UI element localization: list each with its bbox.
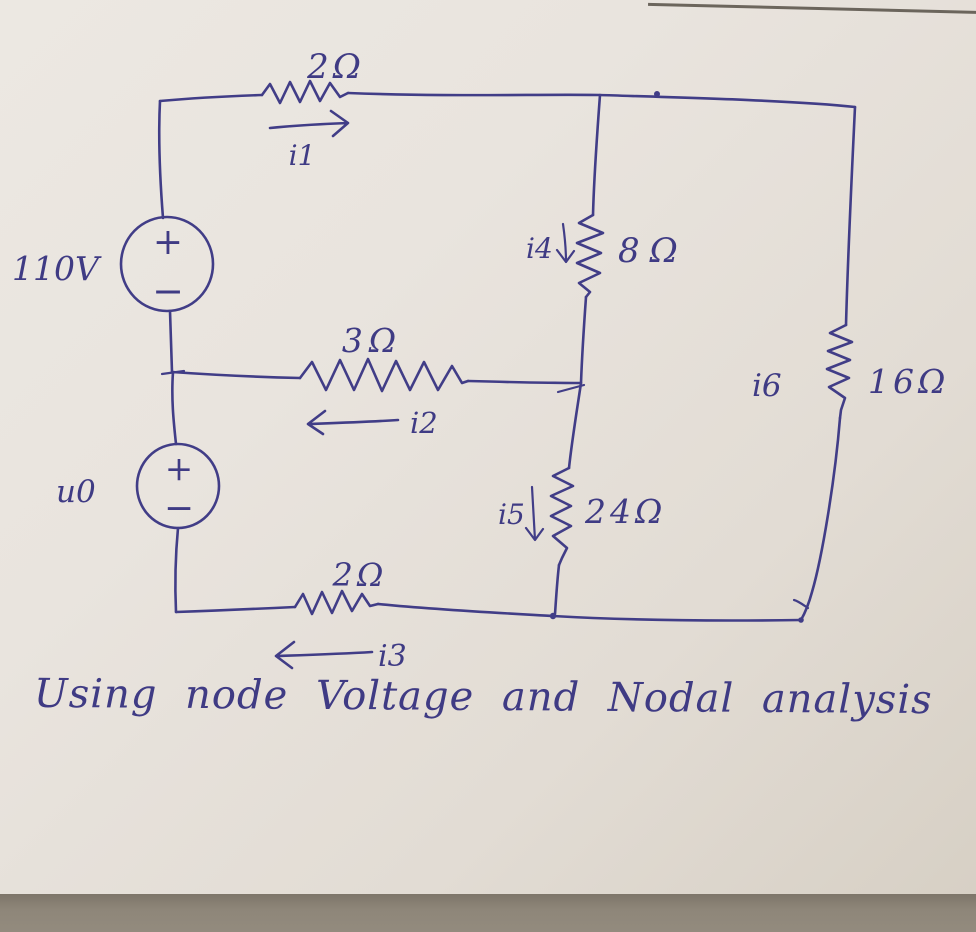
label-r-right: 16Ω xyxy=(868,362,949,401)
label-r-branch-upper: 8Ω xyxy=(618,231,688,271)
resistor-zigzag-mid xyxy=(298,357,470,393)
resistor-zigzag-top xyxy=(260,79,350,105)
wire-mid-right xyxy=(466,379,582,385)
wire-right-upper xyxy=(844,105,857,327)
wire-branch2-lower xyxy=(553,563,561,616)
wire-branch1-lower xyxy=(579,295,588,385)
wire-branch1-upper xyxy=(591,93,602,217)
resistor-labels: 2Ω 3Ω 2Ω 8Ω 24Ω 16Ω xyxy=(306,47,949,594)
i2-arrow xyxy=(306,409,400,436)
wire-branch2-upper xyxy=(567,381,583,470)
wire-top-right xyxy=(346,91,857,109)
resistor-zigzag-16ohm xyxy=(825,323,854,420)
junction-dot-bottom xyxy=(549,612,557,620)
label-r-bottom: 2Ω xyxy=(332,556,388,594)
voltage-source-1: + − 110V xyxy=(12,215,215,313)
i3-arrow xyxy=(274,640,374,670)
source2-circle xyxy=(135,442,221,530)
label-r-branch-lower: 24Ω xyxy=(584,492,666,531)
wire-bottom-left xyxy=(174,605,297,614)
label-r-mid: 3Ω xyxy=(342,321,402,360)
i6-label: i6 xyxy=(752,368,782,404)
resistors xyxy=(260,79,854,616)
wire-top-left xyxy=(158,93,264,103)
i2-label: i2 xyxy=(410,406,438,440)
wire-mid-left xyxy=(170,370,302,380)
source1-circle xyxy=(119,215,215,313)
resistor-zigzag-bottom xyxy=(293,589,380,616)
source1-plus-icon: + xyxy=(153,222,183,263)
source2-label: u0 xyxy=(56,474,96,510)
source1-label: 110V xyxy=(12,249,102,288)
i4-label: i4 xyxy=(526,232,553,265)
wire-flick-bottom-right xyxy=(792,598,810,610)
circuit-diagram: + − 110V + − u0 2Ω 3Ω 2Ω 8Ω 24Ω 16Ω i1 i… xyxy=(12,47,949,674)
source2-minus-icon: − xyxy=(164,488,194,529)
label-r-top: 2Ω xyxy=(306,47,365,87)
wire-tick-left-tee xyxy=(160,369,186,376)
voltage-source-2: + − u0 xyxy=(56,442,221,530)
i1-arrow xyxy=(268,109,350,138)
source2-plus-icon: + xyxy=(165,449,194,489)
wire-left-lower xyxy=(174,526,180,614)
i5-label: i5 xyxy=(498,498,525,531)
junction-dot-bottom-right xyxy=(798,617,804,623)
i3-label: i3 xyxy=(378,639,407,674)
caption-text: Using node Voltage and Nodal analysis xyxy=(33,670,933,724)
wire-bottom-right xyxy=(376,602,803,622)
wire-right-lower xyxy=(799,416,842,622)
junction-dot-top xyxy=(654,91,660,97)
i5-arrow xyxy=(524,485,545,542)
resistor-zigzag-8ohm xyxy=(575,213,605,299)
table-surface xyxy=(0,894,976,932)
i1-label: i1 xyxy=(289,139,316,172)
source1-minus-icon: − xyxy=(152,269,184,313)
wires xyxy=(157,91,857,623)
current-annotations: i1 i2 i3 i4 i5 i6 xyxy=(268,109,782,674)
wire-left-mid2 xyxy=(171,370,178,446)
wire-left-mid1 xyxy=(168,309,174,374)
wire-left-upper xyxy=(157,99,165,220)
resistor-zigzag-24ohm xyxy=(549,466,575,567)
i4-arrow xyxy=(555,222,576,264)
